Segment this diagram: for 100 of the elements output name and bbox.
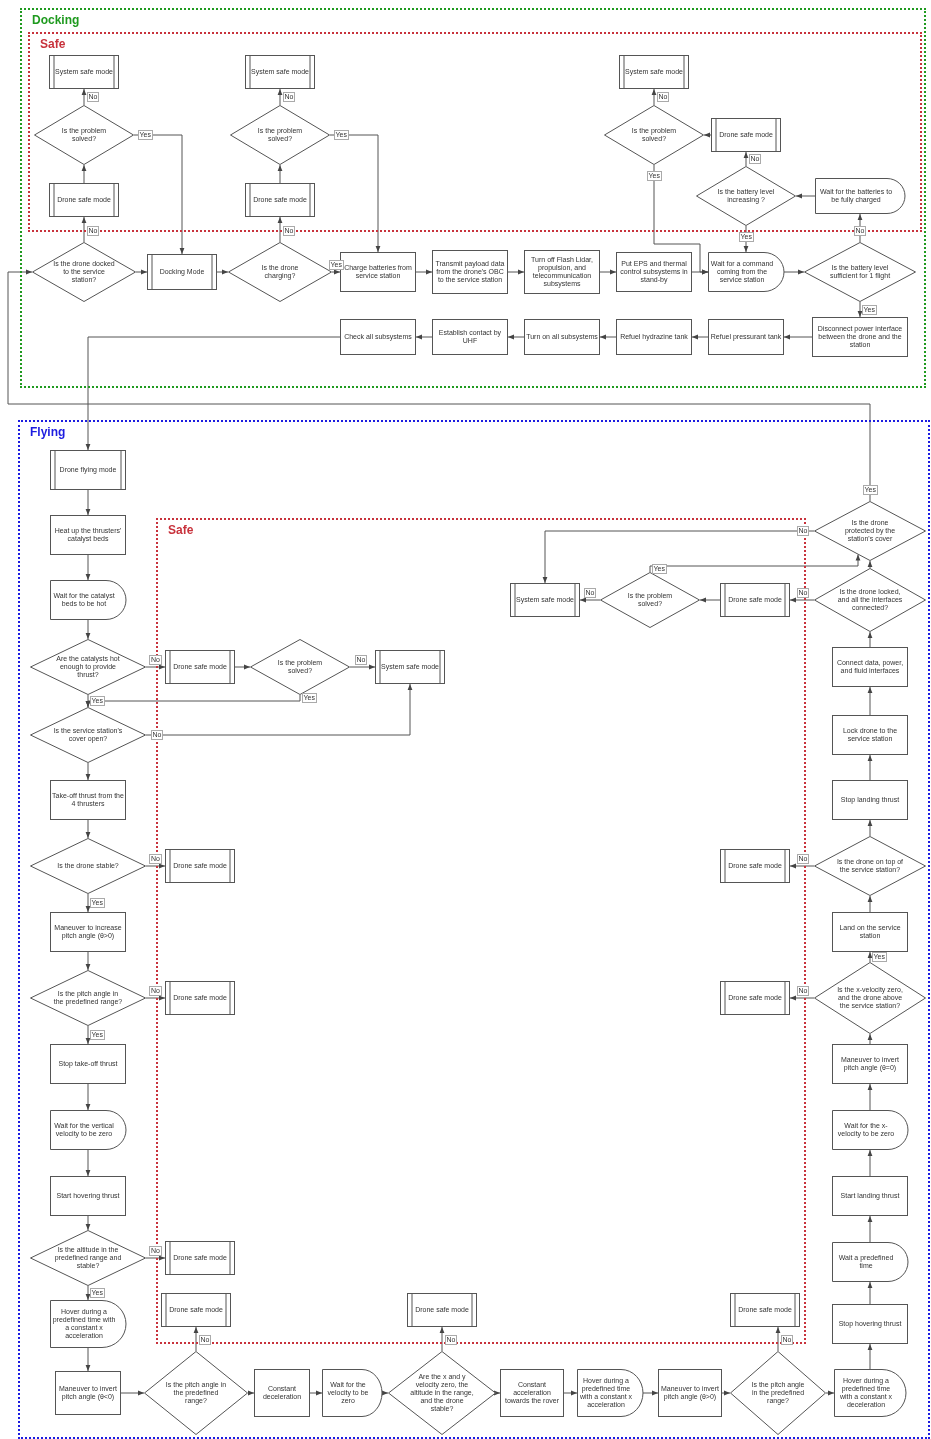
arrow: [867, 1149, 873, 1177]
arrow: [234, 664, 251, 670]
process-box: [524, 250, 600, 294]
arrow: [857, 213, 863, 243]
arrow: [145, 863, 166, 869]
subroutine-box: [510, 583, 580, 617]
arrow: [81, 88, 87, 106]
arrow: [507, 334, 525, 340]
subroutine-box: [730, 1293, 800, 1327]
delay-box: [577, 1369, 643, 1417]
subroutine-box: [147, 254, 217, 290]
decision-diamond: [814, 568, 926, 632]
arrow: [145, 995, 166, 1001]
decision-diamond: [600, 572, 700, 628]
arrow: [867, 951, 873, 963]
arrow: [85, 951, 91, 971]
subroutine-box: [245, 55, 315, 89]
arrow: [867, 754, 873, 781]
group-title: Flying: [30, 425, 66, 439]
decision-diamond: [730, 1351, 826, 1435]
subroutine-box: [50, 450, 126, 490]
subroutine-box: [407, 1293, 477, 1327]
subroutine-box: [720, 981, 790, 1015]
delay-box: [50, 580, 126, 620]
arrow: [193, 1326, 199, 1352]
decision-diamond: [604, 105, 704, 165]
process-box: [50, 515, 126, 555]
process-box: [616, 319, 692, 355]
decision-diamond: [34, 105, 134, 165]
arrow: [331, 269, 341, 275]
arrow: [277, 88, 283, 106]
arrow: [651, 88, 657, 106]
subroutine-box: [161, 1293, 231, 1327]
arrow: [857, 301, 863, 318]
arrow: [85, 1149, 91, 1177]
delay-box: [815, 178, 905, 214]
process-box: [832, 1044, 908, 1084]
arrow: [81, 164, 87, 184]
subroutine-box: [711, 118, 781, 152]
arrow: [439, 1326, 445, 1352]
arrow: [789, 995, 815, 1001]
arrow: [783, 269, 805, 275]
process-box: [50, 780, 126, 820]
arrow: [563, 1390, 578, 1396]
group-frame: [28, 32, 922, 232]
arrow: [81, 216, 87, 243]
delay-box: [322, 1369, 382, 1417]
process-box: [812, 317, 908, 357]
process-box: [616, 252, 692, 292]
subroutine-box: [720, 583, 790, 617]
process-box: [832, 715, 908, 755]
process-box: [340, 319, 416, 355]
arrow: [145, 664, 166, 670]
arrow: [247, 1390, 255, 1396]
arrow: [825, 1390, 835, 1396]
process-box: [50, 1176, 126, 1216]
group-title: Safe: [40, 37, 66, 51]
decision-diamond: [228, 242, 332, 302]
arrow: [7, 269, 871, 502]
arrow: [867, 1343, 873, 1370]
arrow: [867, 631, 873, 648]
arrow: [415, 334, 433, 340]
decision-diamond: [814, 501, 926, 561]
group-title: Docking: [32, 13, 80, 27]
arrow: [783, 334, 813, 340]
arrow: [867, 895, 873, 913]
process-box: [50, 912, 126, 952]
arrow: [309, 1390, 323, 1396]
process-box: [500, 1369, 564, 1417]
arrow: [507, 269, 525, 275]
arrow: [329, 134, 381, 253]
subroutine-box: [49, 55, 119, 89]
arrow: [85, 489, 91, 516]
decision-diamond: [30, 838, 146, 894]
delay-box: [832, 1110, 908, 1150]
arrow: [795, 193, 816, 199]
subroutine-box: [165, 650, 235, 684]
process-box: [708, 319, 784, 355]
arrow: [649, 554, 861, 573]
arrow: [85, 336, 341, 451]
arrow: [867, 1281, 873, 1305]
arrow: [867, 1083, 873, 1111]
arrow: [85, 762, 91, 781]
group-title: Safe: [168, 523, 194, 537]
subroutine-box: [165, 849, 235, 883]
delay-box: [708, 252, 784, 292]
arrow: [85, 893, 91, 913]
decision-diamond: [30, 639, 146, 695]
decision-diamond: [804, 242, 916, 302]
arrow: [277, 164, 283, 184]
arrow: [135, 269, 148, 275]
decision-diamond: [30, 970, 146, 1026]
arrow: [381, 1390, 389, 1396]
arrow: [789, 597, 815, 603]
arrow: [867, 560, 873, 569]
process-box: [432, 250, 508, 294]
process-box: [832, 780, 908, 820]
subroutine-box: [165, 981, 235, 1015]
arrow: [85, 694, 91, 708]
process-box: [832, 912, 908, 952]
